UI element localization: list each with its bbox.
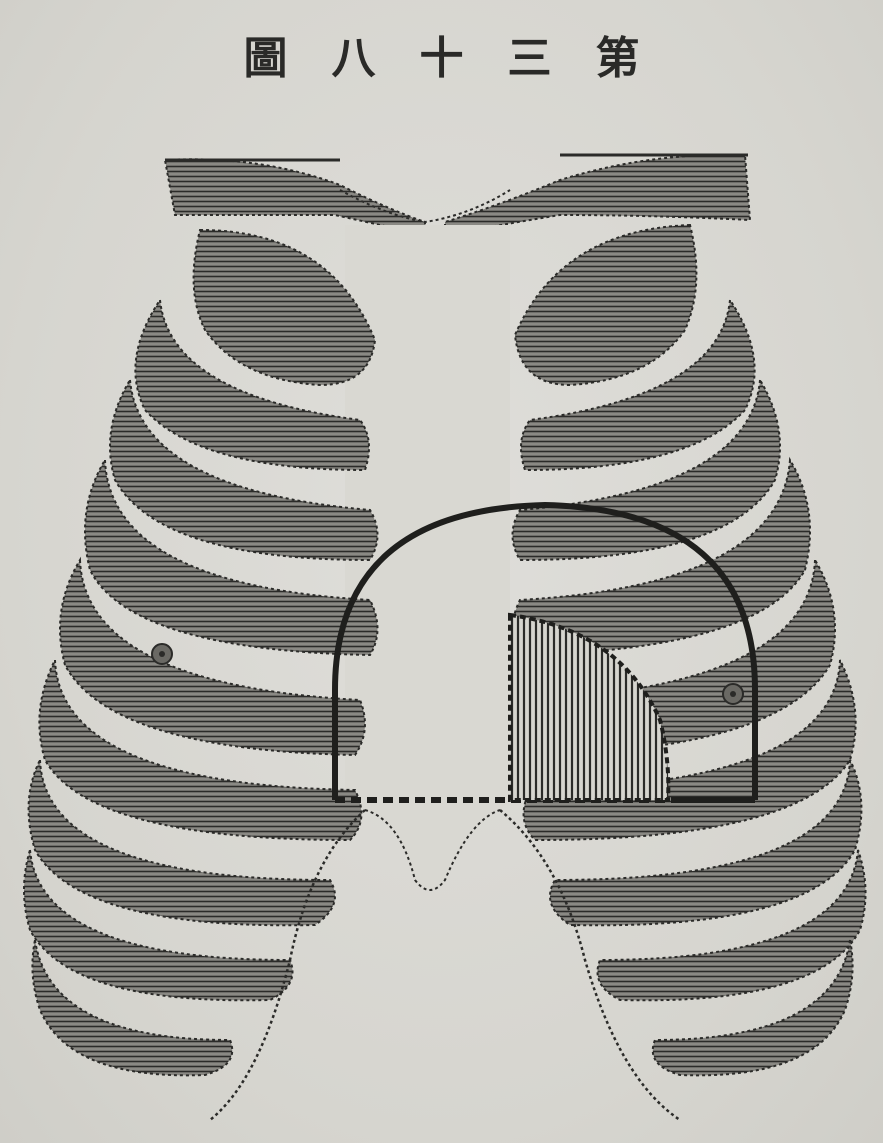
nipple-marker-left: [152, 644, 172, 664]
clavicle-right: [445, 155, 750, 235]
clavicle-left: [165, 159, 425, 235]
left-ribs: [24, 230, 378, 1075]
nipple-marker-right: [723, 684, 743, 704]
